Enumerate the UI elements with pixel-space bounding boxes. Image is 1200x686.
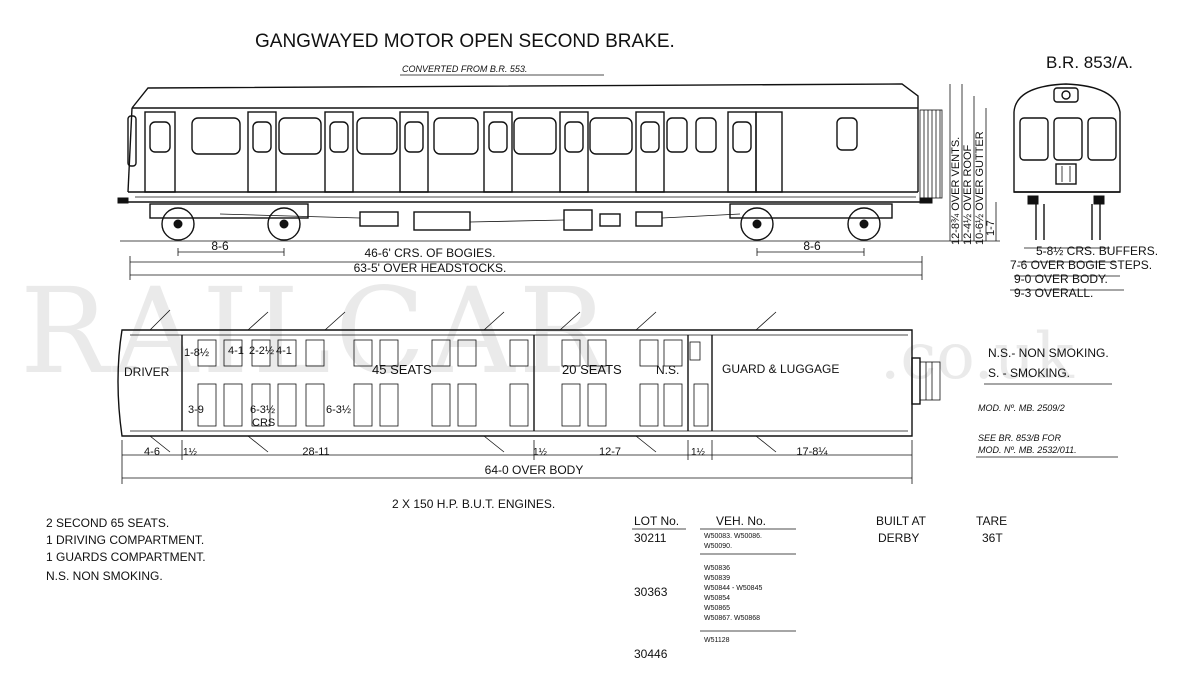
over-body-width: 9-0 OVER BODY. — [1014, 272, 1108, 286]
guard-luggage-label: GUARD & LUGGAGE — [722, 362, 839, 376]
lot-header: LOT No. — [634, 514, 679, 528]
dim-2-2: 2-2½ — [249, 345, 274, 357]
lot-30363: 30363 — [634, 585, 668, 599]
seats-20-label: 20 SEATS — [562, 362, 622, 377]
dim-12-7: 12-7 — [599, 446, 621, 458]
veh-30363-line-5: W50865 — [704, 605, 730, 612]
lot-30211: 30211 — [634, 531, 667, 545]
dim-6-3-b: 6-3½ — [326, 404, 351, 416]
veh-30363-line-1: W50836 — [704, 565, 730, 572]
legend-smoking: S. - SMOKING. — [988, 366, 1070, 380]
bogie-centres-dimension: 46-6' CRS. OF BOGIES. — [365, 246, 496, 260]
non-smoking-label: N.S. — [656, 363, 679, 377]
dim-28-11: 28-11 — [302, 446, 329, 458]
height-dimensions — [940, 84, 1000, 242]
built-30211: DERBY — [878, 531, 919, 545]
crs-label: CRS — [252, 417, 275, 429]
bogie-wheelbase-right: 8-6 — [803, 239, 821, 253]
veh-30211-line-2: W50090. — [704, 543, 732, 550]
overall-width: 9-3 OVERALL. — [1014, 286, 1093, 300]
subtitle: CONVERTED FROM B.R. 553. — [402, 64, 527, 74]
summary-line-1: 2 SECOND 65 SEATS. — [46, 516, 169, 530]
engines-label: 2 X 150 H.P. B.U.T. ENGINES. — [392, 497, 555, 511]
seats-45-label: 45 SEATS — [372, 362, 432, 377]
veh-header: VEH. No. — [716, 514, 766, 528]
bogie-right — [729, 203, 893, 241]
lot-30446: 30446 — [634, 647, 668, 661]
legend-non-smoking: N.S.- NON SMOKING. — [988, 346, 1109, 360]
veh-30363-line-2: W50839 — [704, 575, 730, 582]
height-over-roof: 12-4½ OVER ROOF — [962, 144, 974, 245]
height-over-vents: 12-8¾ OVER VENTS. — [950, 137, 962, 245]
over-headstocks-dimension: 63-5' OVER HEADSTOCKS. — [354, 261, 507, 275]
dim-4-6: 4-6 — [144, 446, 160, 458]
veh-30363-line-4: W50854 — [704, 595, 730, 602]
dim-17-8: 17-8¼ — [796, 446, 828, 458]
gangway-bellows — [919, 109, 943, 199]
dim-1-c: 1½ — [691, 447, 706, 458]
summary-line-2: 1 DRIVING COMPARTMENT. — [46, 533, 204, 547]
veh-30363-line-6: W50867. W50868 — [704, 615, 760, 622]
watermark-text: RAILCAR — [20, 262, 611, 400]
veh-30363-line-3: W50844 - W50845 — [704, 585, 762, 592]
crs-buffers: 5-8½ CRS. BUFFERS. — [1036, 244, 1158, 258]
tare-header: TARE — [976, 514, 1007, 528]
legend-mod-1: MOD. Nº. MB. 2509/2 — [978, 403, 1065, 413]
height-floor: 1-7 — [985, 220, 997, 236]
veh-30211-line-1: W50083. W50086. — [704, 533, 762, 540]
side-elevation — [117, 83, 943, 280]
bogie-left — [149, 203, 309, 241]
legend-see: SEE BR. 853/B FOR — [978, 433, 1062, 443]
dim-1-8: 1-8½ — [184, 347, 209, 359]
plan-view — [117, 309, 941, 484]
veh-30446-line-1: W51128 — [704, 637, 730, 644]
over-body-length: 64-0 OVER BODY — [485, 463, 584, 477]
summary-line-3: 1 GUARDS COMPARTMENT. — [46, 550, 206, 564]
dim-1-a: 1½ — [183, 447, 198, 458]
bogie-wheelbase-left: 8-6 — [211, 239, 229, 253]
driver-label: DRIVER — [124, 365, 170, 379]
dim-4-1-b: 4-1 — [276, 345, 292, 357]
dim-4-1-a: 4-1 — [228, 345, 244, 357]
summary-line-4: N.S. NON SMOKING. — [46, 569, 163, 583]
height-over-gutter: 10-6½ OVER GUTTER — [974, 131, 986, 245]
over-bogie-steps: 7-6 OVER BOGIE STEPS. — [1010, 258, 1152, 272]
diagram-number: B.R. 853/A. — [1046, 53, 1133, 72]
built-header: BUILT AT — [876, 514, 927, 528]
dim-6-3-a: 6-3½ — [250, 404, 275, 416]
page-title: GANGWAYED MOTOR OPEN SECOND BRAKE. — [255, 31, 675, 52]
legend-mod-2: MOD. Nº. MB. 2532/011. — [978, 445, 1077, 455]
tare-30211: 36T — [982, 531, 1003, 545]
dim-1-b: 1½ — [533, 447, 548, 458]
end-elevation — [1010, 83, 1124, 291]
dim-3-9: 3-9 — [188, 404, 204, 416]
